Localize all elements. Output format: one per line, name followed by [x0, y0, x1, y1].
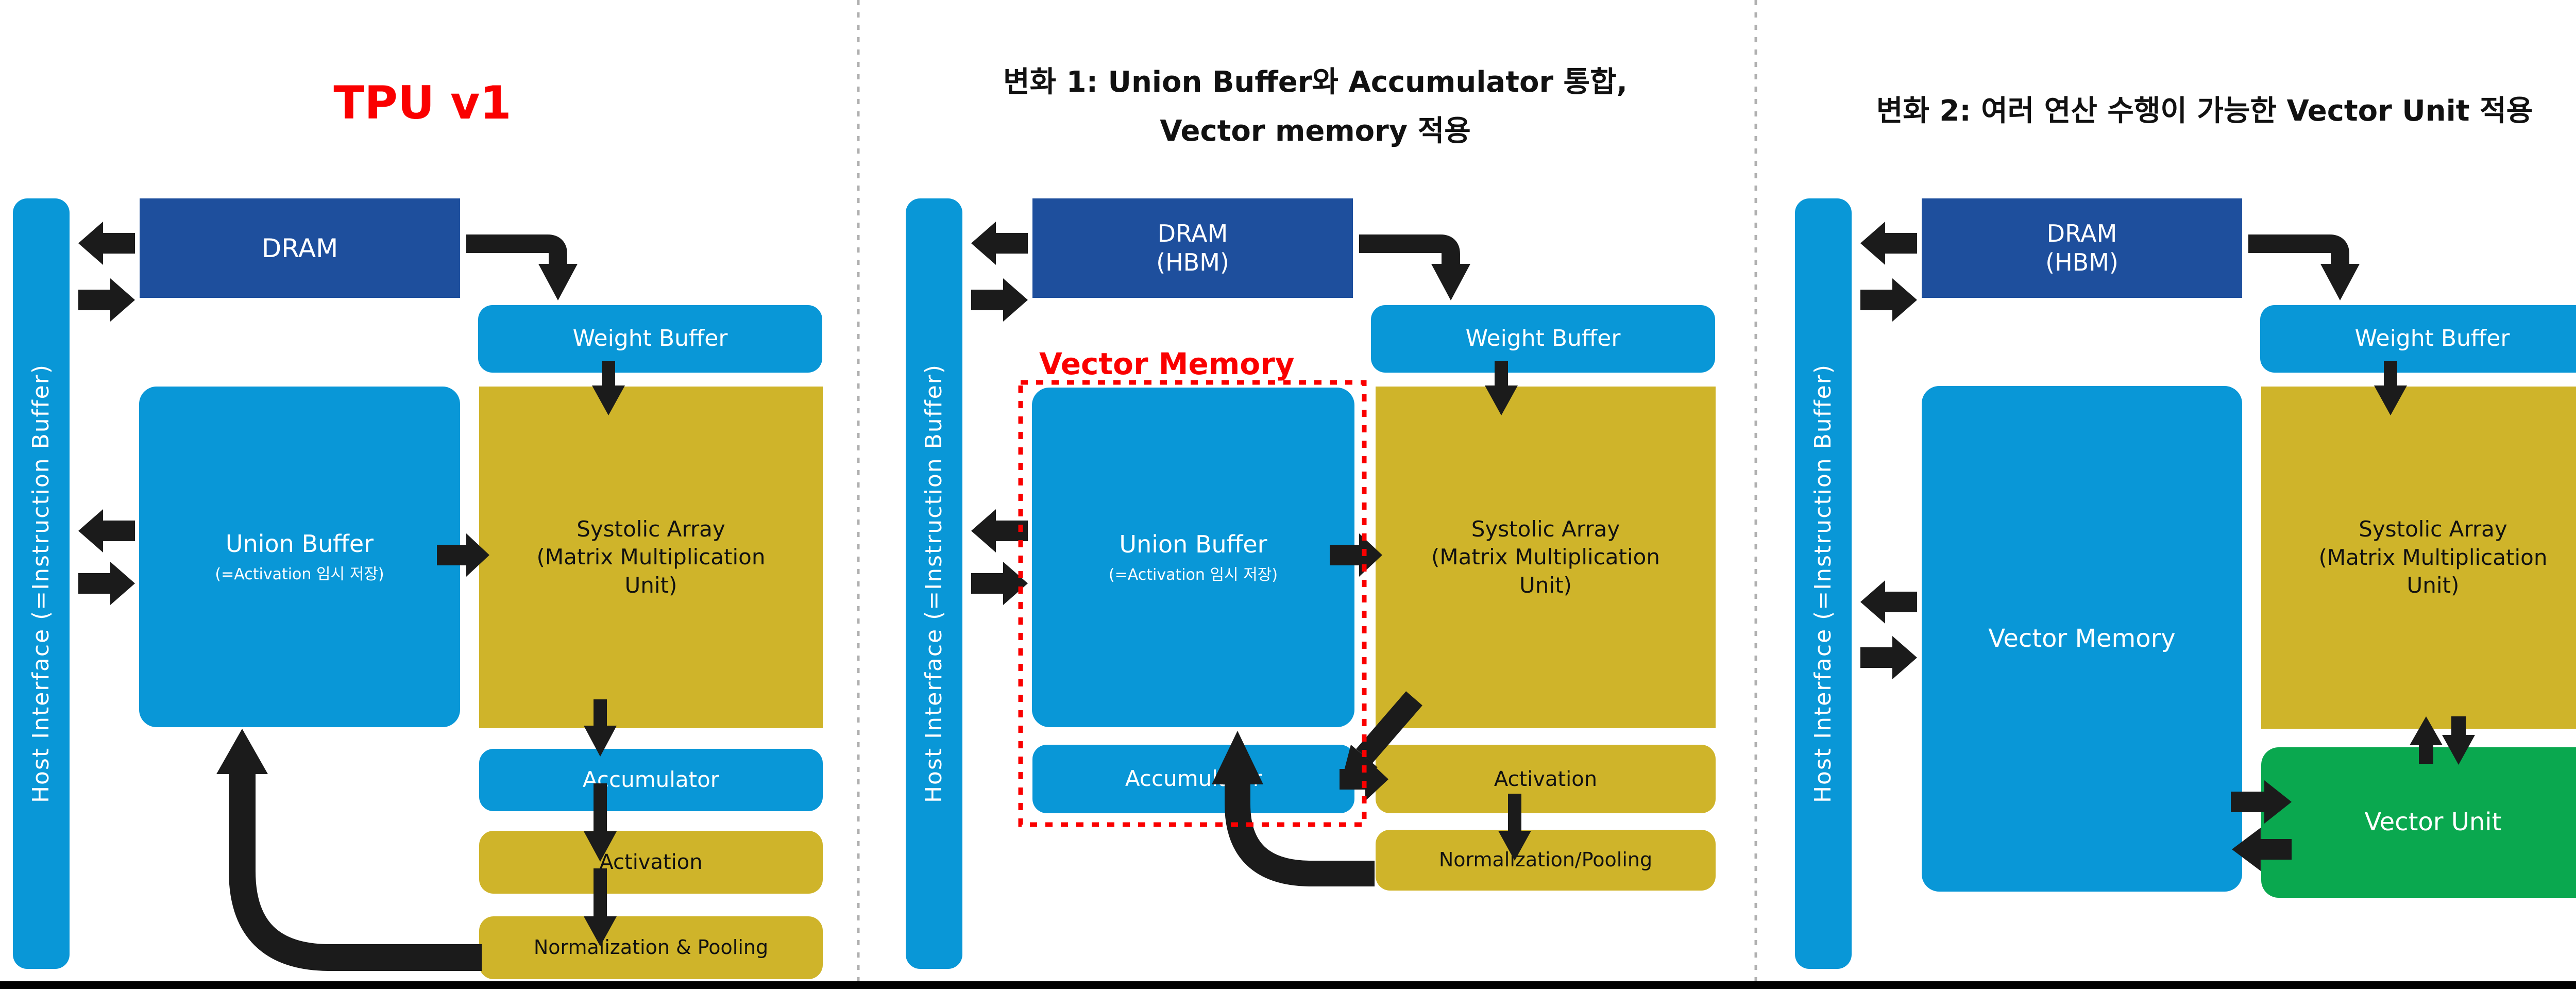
dram-label: DRAM: [261, 233, 338, 263]
activation-label: Activation: [599, 850, 703, 874]
vector-memory-box: Vector Memory: [1922, 386, 2242, 892]
systolic-array-line2: (Matrix Multiplication: [2318, 544, 2548, 570]
panel-change-1: 변화 1: Union Buffer와 Accumulator 통합, Vect…: [893, 0, 1738, 989]
union-buffer-label: Union Buffer: [1119, 530, 1267, 558]
host-interface-label: Host Interface (=Instruction Buffer): [920, 364, 947, 803]
weight-buffer-label: Weight Buffer: [572, 325, 728, 352]
normalization-pooling-box: Normalization & Pooling: [479, 916, 823, 979]
activation-label: Activation: [1494, 767, 1598, 791]
vector-unit-label: Vector Unit: [2364, 808, 2502, 837]
dram-hbm-box: DRAM (HBM): [1922, 198, 2242, 298]
weight-buffer-box: Weight Buffer: [1371, 305, 1715, 373]
accumulator-box: Accumulator: [479, 749, 823, 811]
systolic-array-line1: Systolic Array: [577, 516, 725, 542]
systolic-array-line3: Unit): [624, 572, 677, 598]
systolic-array-line3: Unit): [1519, 572, 1572, 598]
dram-box: DRAM: [140, 198, 460, 298]
host-interface-bar: Host Interface (=Instruction Buffer): [906, 198, 962, 969]
host-interface-label: Host Interface (=Instruction Buffer): [1809, 364, 1836, 803]
panel2-title-line1: 변화 1: Union Buffer와 Accumulator 통합,: [1003, 65, 1628, 99]
normalization-pooling-label: Normalization & Pooling: [533, 936, 769, 959]
panel-tpu-v1: TPU v1 Host Interface (=Instruction Buff…: [0, 0, 845, 989]
union-buffer-label: Union Buffer: [225, 529, 374, 558]
union-buffer-sublabel: (=Activation 임시 저장): [1108, 566, 1278, 584]
panel1-title: TPU v1: [0, 76, 845, 129]
dram-label: DRAM: [1157, 220, 1228, 248]
panel3-title: 변화 2: 여러 연산 수행이 가능한 Vector Unit 적용: [1782, 88, 2576, 129]
host-interface-label: Host Interface (=Instruction Buffer): [27, 364, 54, 803]
weight-buffer-label: Weight Buffer: [1465, 325, 1621, 352]
normalization-pooling-label: Normalization/Pooling: [1438, 848, 1653, 871]
panel2-title-line2: Vector memory 적용: [1160, 114, 1471, 148]
panel-change-2: 변화 2: 여러 연산 수행이 가능한 Vector Unit 적용 Host …: [1782, 0, 2576, 989]
systolic-array-box: Systolic Array (Matrix Multiplication Un…: [1376, 387, 1716, 728]
weight-buffer-box: Weight Buffer: [478, 305, 822, 373]
accumulator-box: Accumulator: [1032, 745, 1354, 813]
accumulator-label: Accumulator: [582, 767, 720, 793]
accumulator-label: Accumulator: [1125, 766, 1262, 792]
bottom-border-line: [0, 981, 2576, 989]
weight-buffer-label: Weight Buffer: [2354, 325, 2510, 352]
activation-box: Activation: [479, 831, 823, 894]
systolic-array-line1: Systolic Array: [2359, 516, 2507, 542]
systolic-array-line2: (Matrix Multiplication: [1431, 544, 1660, 570]
systolic-array-box: Systolic Array (Matrix Multiplication Un…: [479, 387, 823, 728]
vector-unit-box: Vector Unit: [2261, 747, 2576, 898]
vector-memory-annotation-text: Vector Memory: [1039, 346, 1295, 381]
vector-memory-label: Vector Memory: [1988, 624, 2176, 653]
systolic-array-line3: Unit): [2406, 573, 2460, 598]
weight-buffer-box: Weight Buffer: [2260, 305, 2576, 373]
systolic-array-line1: Systolic Array: [1471, 516, 1620, 542]
panel1-title-line1: TPU v1: [333, 76, 512, 129]
activation-box: Activation: [1376, 745, 1716, 813]
panel2-title: 변화 1: Union Buffer와 Accumulator 통합, Vect…: [893, 58, 1738, 156]
host-interface-bar: Host Interface (=Instruction Buffer): [1795, 198, 1852, 969]
systolic-array-box: Systolic Array (Matrix Multiplication Un…: [2261, 387, 2576, 729]
normalization-pooling-box: Normalization/Pooling: [1376, 830, 1716, 891]
dram-hbm-label: (HBM): [1156, 248, 1229, 276]
host-interface-bar: Host Interface (=Instruction Buffer): [13, 198, 70, 969]
dram-hbm-box: DRAM (HBM): [1032, 198, 1353, 298]
dram-hbm-label: (HBM): [2045, 248, 2119, 276]
panel3-title-line1: 변화 2: 여러 연산 수행이 가능한 Vector Unit 적용: [1876, 94, 2533, 128]
union-buffer-sublabel: (=Activation 임시 저장): [215, 565, 384, 584]
union-buffer-box: Union Buffer (=Activation 임시 저장): [139, 387, 460, 727]
dram-label: DRAM: [2046, 220, 2117, 248]
union-buffer-box: Union Buffer (=Activation 임시 저장): [1032, 388, 1354, 727]
vector-memory-annotation: Vector Memory: [1039, 341, 1295, 388]
systolic-array-line2: (Matrix Multiplication: [536, 544, 766, 570]
